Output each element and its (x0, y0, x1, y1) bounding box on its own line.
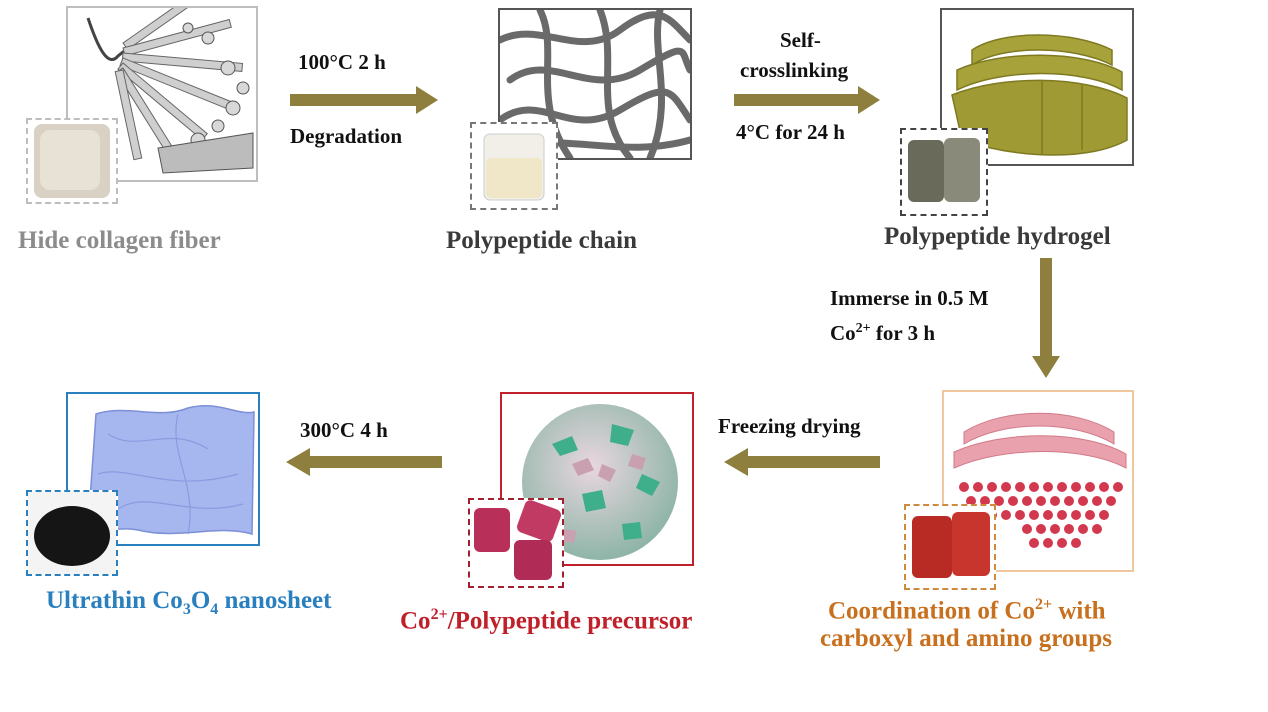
hydrogel-illustration (951, 34, 1128, 156)
nanosheet-photo-inset (26, 490, 118, 576)
hydrogel-photo-inset (900, 128, 988, 216)
coordination-label-line-2: carboxyl and amino groups (820, 625, 1112, 652)
vial-photo (483, 133, 545, 201)
immerse-line-2: Co2+ for 3 h (830, 321, 936, 345)
arrow-calcine (286, 448, 444, 476)
collagen-fiber-illustration (86, 8, 254, 174)
arrow-immerse (1032, 258, 1060, 380)
arrow-degradation (290, 86, 440, 114)
nanosheet-illustration (87, 404, 255, 535)
immerse-line-1: Immerse in 0.5 M (830, 286, 989, 310)
nanosheet-label: Ultrathin Co3O4 nanosheet (46, 587, 332, 618)
hydrogel-label: Polypeptide hydrogel (884, 223, 1111, 250)
arrow-freezing (724, 448, 882, 476)
calcine-label: 300°C 4 h (300, 418, 388, 442)
degradation-label: Degradation (290, 124, 402, 148)
hide-sample-photo (34, 124, 110, 198)
hide-collagen-label: Hide collagen fiber (18, 227, 221, 254)
nanosheet-panel (66, 392, 260, 546)
crosslink-label-1: Self- (780, 28, 821, 52)
coordination-illustration (953, 412, 1127, 548)
arrow-crosslinking (734, 86, 882, 114)
precursor-photo-inset (468, 498, 564, 588)
polypeptide-chain-label: Polypeptide chain (446, 227, 637, 254)
crosslink-conditions: 4°C for 24 h (736, 120, 845, 144)
hydrogel-panel (940, 8, 1134, 166)
hydrogel-photo (908, 138, 980, 202)
co3o4-powder-photo (28, 492, 116, 574)
coordination-panel (942, 390, 1134, 572)
precursor-photo (474, 500, 561, 580)
crosslink-label-2: crosslinking (740, 58, 849, 82)
chain-photo-inset (470, 122, 558, 210)
hide-photo-inset (26, 118, 118, 204)
degradation-conditions: 100°C 2 h (298, 50, 386, 74)
coordination-photo-inset (904, 504, 996, 590)
hide-collagen-panel (66, 6, 258, 182)
coordinated-gel-photo (912, 512, 990, 578)
precursor-label: Co2+/Polypeptide precursor (400, 606, 693, 635)
freezing-label: Freezing drying (718, 414, 861, 438)
coordination-label-line-1: Coordination of Co2+ with (828, 596, 1106, 625)
